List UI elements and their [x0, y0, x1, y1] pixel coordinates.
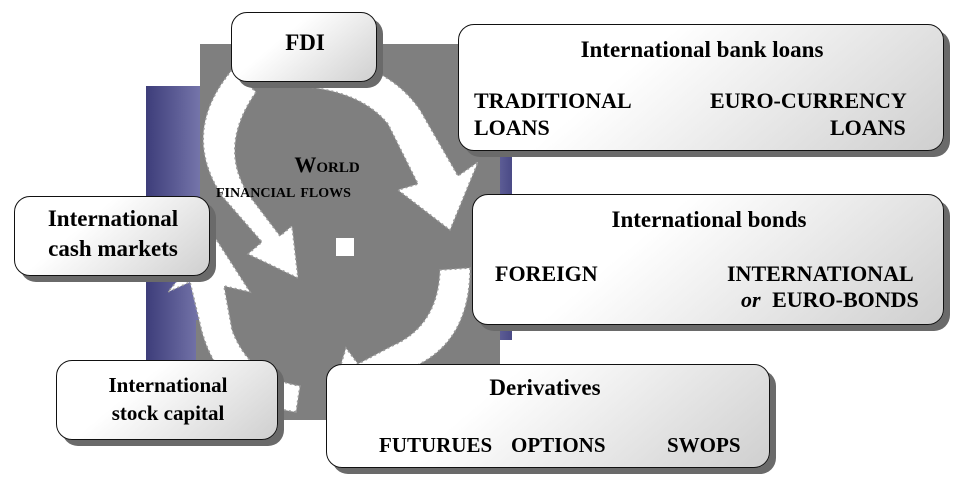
derivatives-item1: FUTURUES	[379, 433, 493, 457]
bonds-right-line2: or EURO-BONDS	[741, 287, 919, 313]
bank-loans-right-line1: EURO-CURRENCY	[710, 88, 907, 113]
bonds-left: FOREIGN	[495, 261, 598, 286]
cash-markets-line2: cash markets	[48, 236, 178, 261]
bonds-right-or: or	[741, 287, 761, 312]
stock-capital-line1: International	[108, 373, 228, 397]
center-title-line1: World	[294, 152, 360, 177]
arrow-left-center	[202, 68, 299, 280]
derivatives-title: Derivatives	[489, 375, 601, 400]
center-title: World	[262, 152, 392, 178]
fdi-box[interactable]: FDI	[231, 12, 377, 82]
bank-loans-left-line2: LOANS	[474, 115, 550, 140]
bank-loans-box[interactable]: International bank loans TRADITIONAL LOA…	[458, 24, 944, 151]
bonds-right-line1: INTERNATIONAL	[727, 261, 914, 286]
bonds-box[interactable]: International bonds FOREIGN INTERNATIONA…	[472, 194, 944, 325]
center-subtitle: financial flows	[216, 180, 351, 203]
stock-capital-line2: stock capital	[111, 401, 225, 425]
center-title-line2: financial flows	[216, 180, 351, 202]
cash-markets-line1: International	[47, 206, 179, 231]
bonds-right-euro: EURO-BONDS	[772, 287, 919, 312]
bank-loans-left-line1: TRADITIONAL	[474, 88, 632, 113]
derivatives-box[interactable]: Derivatives FUTURUES OPTIONS SWOPS	[326, 364, 770, 468]
bank-loans-title: International bank loans	[580, 37, 824, 62]
derivatives-item3: SWOPS	[667, 433, 741, 457]
derivatives-item2: OPTIONS	[511, 433, 606, 457]
bank-loans-right-line2: LOANS	[830, 115, 906, 140]
stock-capital-box[interactable]: International stock capital	[56, 360, 278, 440]
center-square	[336, 238, 354, 256]
fdi-label: FDI	[285, 30, 325, 55]
bonds-title: International bonds	[611, 207, 807, 232]
cash-markets-box[interactable]: International cash markets	[14, 196, 210, 276]
